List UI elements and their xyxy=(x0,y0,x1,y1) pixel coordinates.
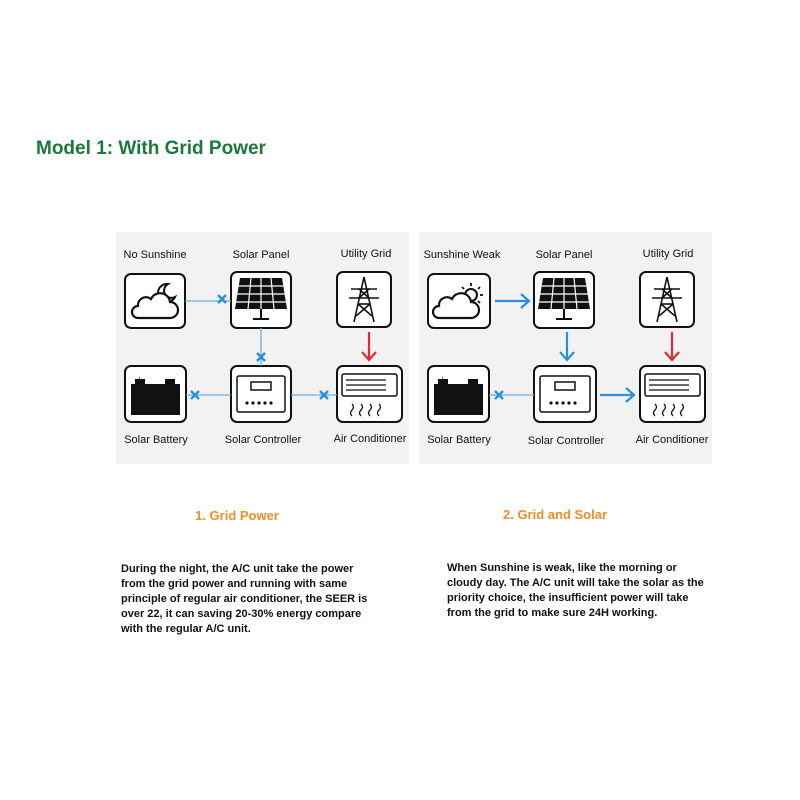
controller-to-ac-arrow xyxy=(600,387,636,403)
label-controller: Solar Controller xyxy=(224,434,302,446)
diagram-right-svg: + − xyxy=(427,271,706,423)
power-tower-icon xyxy=(639,271,695,328)
moon-cloud-icon xyxy=(124,273,186,329)
panel-to-controller-arrow xyxy=(559,332,575,362)
label-grid: Utility Grid xyxy=(642,248,694,260)
blocked-x-icon xyxy=(217,294,227,304)
section2-text: When Sunshine is weak, like the morning … xyxy=(447,562,704,619)
label-ac: Air Conditioner xyxy=(333,433,407,445)
label-panel: Solar Panel xyxy=(232,249,290,261)
air-conditioner-icon xyxy=(639,365,706,423)
svg-text:+: + xyxy=(136,375,143,384)
sun-cloud-icon xyxy=(427,273,491,329)
page-title: Model 1: With Grid Power xyxy=(36,138,266,159)
controller-icon xyxy=(230,365,292,423)
air-conditioner-icon xyxy=(336,365,403,423)
diagram-grid-and-solar: + − xyxy=(419,232,712,464)
controller-icon xyxy=(533,365,597,423)
svg-text:+: + xyxy=(439,375,446,384)
power-tower-icon xyxy=(336,271,392,328)
blocked-x-icon xyxy=(494,390,504,400)
label-battery: Solar Battery xyxy=(427,434,491,446)
diagram-left-svg: + − xyxy=(124,271,403,423)
section2-heading: 2. Grid and Solar xyxy=(502,507,608,522)
grid-to-ac-arrow xyxy=(664,332,680,362)
battery-icon: + − xyxy=(124,365,187,423)
svg-text:−: − xyxy=(168,375,175,384)
label-sun: No Sunshine xyxy=(123,249,187,261)
battery-icon: + − xyxy=(427,365,490,423)
label-sun: Sunshine Weak xyxy=(423,249,501,261)
label-controller: Solar Controller xyxy=(527,435,605,447)
section1-text: During the night, the A/C unit take the … xyxy=(121,563,368,635)
svg-text:−: − xyxy=(471,375,478,384)
sun-to-panel-arrow xyxy=(495,293,531,309)
label-battery: Solar Battery xyxy=(124,434,188,446)
section1-heading: 1. Grid Power xyxy=(195,508,279,523)
blocked-x-icon xyxy=(190,390,200,400)
label-grid: Utility Grid xyxy=(340,248,392,260)
blocked-x-icon xyxy=(256,352,266,362)
solar-panel-icon xyxy=(230,271,292,329)
label-ac: Air Conditioner xyxy=(635,434,709,446)
diagram-grid-power: + − xyxy=(116,232,409,464)
label-panel: Solar Panel xyxy=(535,249,593,261)
blocked-x-icon xyxy=(319,390,329,400)
solar-panel-icon xyxy=(533,271,595,329)
grid-to-ac-arrow xyxy=(361,332,377,362)
